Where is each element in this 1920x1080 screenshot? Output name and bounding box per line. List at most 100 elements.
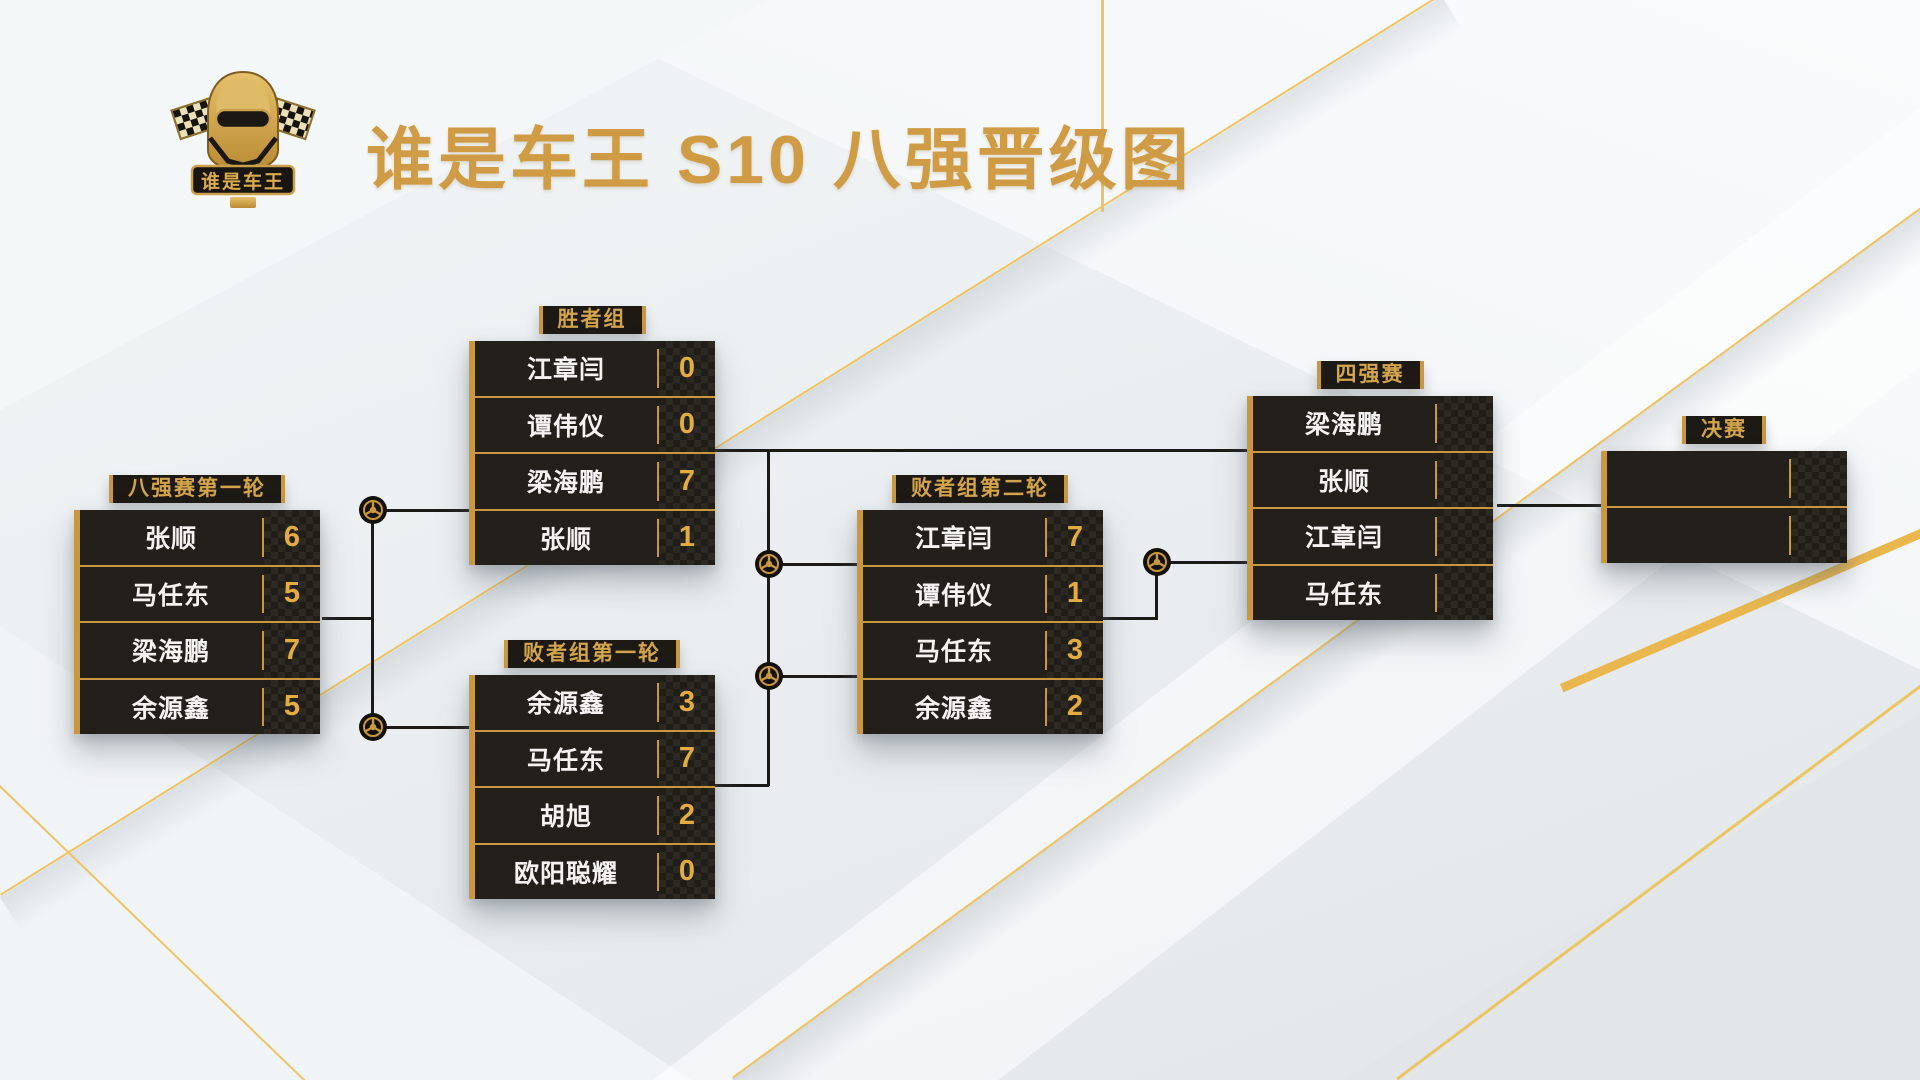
match-row: 马任东 bbox=[1253, 563, 1493, 620]
player-score: 2 bbox=[659, 788, 715, 843]
bracket-connector bbox=[1497, 504, 1601, 507]
bracket-connector bbox=[714, 784, 769, 787]
player-score: 0 bbox=[659, 397, 715, 452]
bracket-winners-group: 胜者组 江章闫 0 谭伟仪 0 梁海鹏 7 张顺 1 bbox=[469, 306, 715, 565]
bracket-quarterfinal-round1: 八强赛第一轮 张顺 6 马任东 5 梁海鹏 7 余源鑫 5 bbox=[74, 475, 320, 734]
player-name: 余源鑫 bbox=[914, 694, 993, 723]
match-row: 张顺 6 bbox=[80, 510, 320, 565]
bracket-label: 败者组第二轮 bbox=[892, 475, 1068, 503]
player-name: 张顺 bbox=[1317, 467, 1370, 496]
player-name: 谭伟仪 bbox=[914, 581, 993, 610]
bracket-connector bbox=[1102, 617, 1158, 620]
gold-accent-line bbox=[1396, 680, 1920, 1080]
bracket-losers-round1: 败者组第一轮 余源鑫 3 马任东 7 胡旭 2 欧阳聪耀 0 bbox=[469, 640, 715, 899]
match-row: 谭伟仪 0 bbox=[475, 395, 715, 452]
player-name: 余源鑫 bbox=[131, 694, 210, 723]
match-row: 马任东 7 bbox=[475, 729, 715, 786]
match-row: 梁海鹏 7 bbox=[475, 452, 715, 509]
match-row: 张顺 1 bbox=[475, 508, 715, 565]
player-score: 0 bbox=[659, 844, 715, 899]
player-name bbox=[1607, 508, 1789, 563]
match-row: 江章闫 bbox=[1253, 507, 1493, 564]
helmet-visor bbox=[214, 108, 272, 130]
bracket-semifinal: 四强赛 梁海鹏 张顺 江章闫 马任东 bbox=[1247, 361, 1493, 620]
player-score bbox=[1437, 565, 1493, 620]
bracket-connector bbox=[322, 617, 373, 620]
match-row: 江章闫 7 bbox=[863, 510, 1103, 565]
bracket-box: 江章闫 0 谭伟仪 0 梁海鹏 7 张顺 1 bbox=[469, 341, 715, 565]
score-divider bbox=[262, 574, 264, 613]
player-score: 1 bbox=[659, 510, 715, 565]
bracket-connector bbox=[373, 509, 469, 512]
player-name: 谭伟仪 bbox=[526, 412, 605, 441]
page-title: 谁是车王 S10 八强晋级图 bbox=[366, 122, 1193, 198]
player-score: 3 bbox=[659, 675, 715, 730]
match-row: 余源鑫 2 bbox=[863, 677, 1103, 734]
bracket-label: 决赛 bbox=[1682, 416, 1766, 444]
bracket-box bbox=[1601, 451, 1847, 563]
racing-helmet-emblem-logo: 谁是车王 bbox=[170, 70, 316, 208]
bracket-connector bbox=[767, 449, 770, 786]
bracket-final: 决赛 bbox=[1601, 416, 1847, 563]
player-name: 梁海鹏 bbox=[526, 469, 605, 498]
logo-banner-text: 谁是车王 bbox=[201, 170, 285, 193]
player-name: 马任东 bbox=[914, 638, 993, 667]
player-name: 马任东 bbox=[1304, 580, 1383, 609]
match-row bbox=[1607, 451, 1847, 506]
player-score bbox=[1791, 451, 1847, 506]
player-score: 5 bbox=[264, 566, 320, 621]
player-score bbox=[1437, 452, 1493, 507]
bracket-connector bbox=[714, 449, 1247, 452]
player-score: 7 bbox=[1047, 510, 1103, 565]
bracket-box: 张顺 6 马任东 5 梁海鹏 7 余源鑫 5 bbox=[74, 510, 320, 734]
match-row bbox=[1607, 506, 1847, 563]
match-row: 江章闫 0 bbox=[475, 341, 715, 396]
player-score: 7 bbox=[264, 623, 320, 678]
player-score: 0 bbox=[659, 341, 715, 396]
bracket-box: 余源鑫 3 马任东 7 胡旭 2 欧阳聪耀 0 bbox=[469, 675, 715, 899]
player-name: 江章闫 bbox=[914, 525, 993, 554]
player-name bbox=[1607, 451, 1789, 506]
player-score: 7 bbox=[659, 454, 715, 509]
player-score: 5 bbox=[264, 679, 320, 734]
player-name: 江章闫 bbox=[1304, 524, 1383, 553]
player-score bbox=[1791, 508, 1847, 563]
match-row: 张顺 bbox=[1253, 450, 1493, 507]
match-row: 余源鑫 5 bbox=[80, 677, 320, 734]
match-row: 马任东 5 bbox=[80, 564, 320, 621]
player-name: 胡旭 bbox=[539, 803, 592, 832]
match-row: 梁海鹏 bbox=[1253, 396, 1493, 451]
steering-wheel-icon bbox=[1142, 547, 1172, 577]
steering-wheel-icon bbox=[754, 661, 784, 691]
bracket-label: 八强赛第一轮 bbox=[109, 475, 285, 503]
player-name: 江章闫 bbox=[526, 356, 605, 385]
match-row: 余源鑫 3 bbox=[475, 675, 715, 730]
player-name: 马任东 bbox=[131, 581, 210, 610]
player-name: 梁海鹏 bbox=[1304, 411, 1383, 440]
player-score: 3 bbox=[1047, 623, 1103, 678]
match-row: 梁海鹏 7 bbox=[80, 621, 320, 678]
player-name: 梁海鹏 bbox=[131, 638, 210, 667]
player-name: 张顺 bbox=[144, 525, 197, 554]
steering-wheel-icon bbox=[754, 549, 784, 579]
player-score: 1 bbox=[1047, 566, 1103, 621]
steering-wheel-icon bbox=[358, 712, 388, 742]
bracket-label: 败者组第一轮 bbox=[504, 640, 680, 668]
bracket-label: 四强赛 bbox=[1316, 361, 1424, 389]
player-name: 余源鑫 bbox=[526, 690, 605, 719]
match-row: 马任东 3 bbox=[863, 621, 1103, 678]
match-row: 谭伟仪 1 bbox=[863, 564, 1103, 621]
score-divider bbox=[262, 518, 264, 557]
player-name: 欧阳聪耀 bbox=[513, 859, 618, 888]
bracket-losers-round2: 败者组第二轮 江章闫 7 谭伟仪 1 马任东 3 余源鑫 2 bbox=[857, 475, 1103, 734]
steering-wheel-icon bbox=[358, 495, 388, 525]
match-row: 欧阳聪耀 0 bbox=[475, 842, 715, 899]
player-name: 马任东 bbox=[526, 746, 605, 775]
gold-accent-line bbox=[0, 783, 311, 1080]
player-score: 6 bbox=[264, 510, 320, 565]
player-name: 张顺 bbox=[539, 525, 592, 554]
match-row: 胡旭 2 bbox=[475, 786, 715, 843]
player-score: 7 bbox=[659, 731, 715, 786]
bracket-label: 胜者组 bbox=[538, 306, 646, 334]
